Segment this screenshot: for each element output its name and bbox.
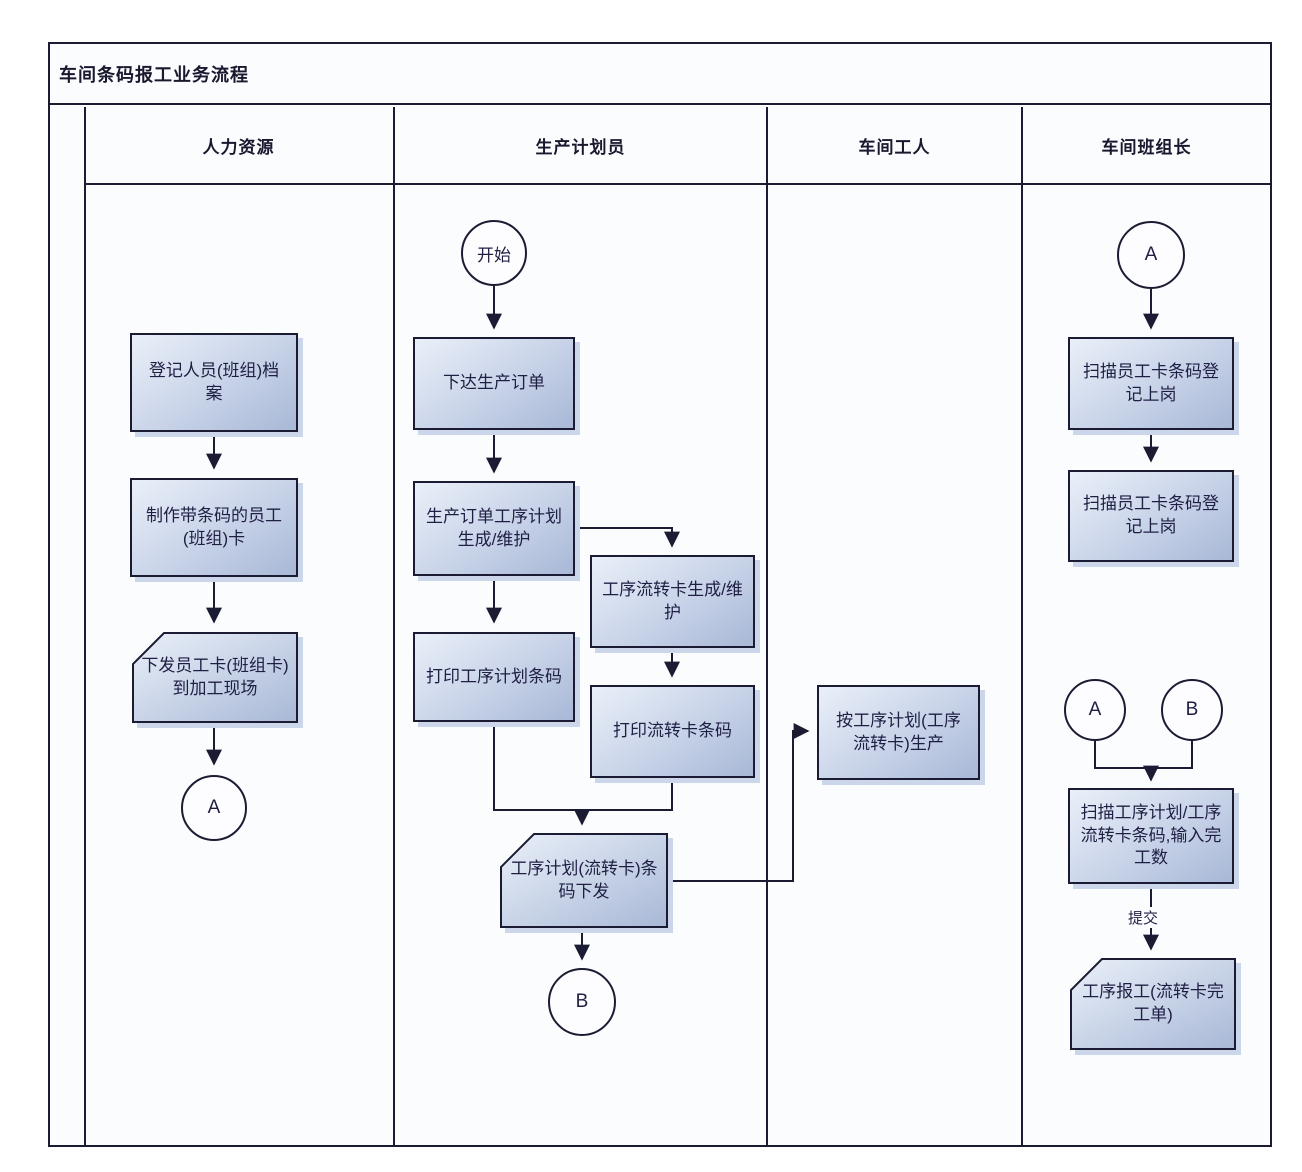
step-order-process-plan: 生产订单工序计划生成/维护 bbox=[413, 481, 575, 576]
step-produce-by-plan: 按工序计划(工序流转卡)生产 bbox=[817, 685, 980, 780]
step-make-barcode-card: 制作带条码的员工(班组)卡 bbox=[130, 478, 298, 577]
lane-workshop-worker: 车间工人 bbox=[768, 107, 1023, 1145]
offpage-connector-b-planner: B bbox=[548, 968, 616, 1036]
lane-header-workshop-worker: 车间工人 bbox=[768, 107, 1021, 185]
step-issue-plan-barcode: 工序计划(流转卡)条码下发 bbox=[500, 833, 668, 928]
card-shape-outline bbox=[132, 632, 298, 723]
step-scan-plan-input-qty: 扫描工序计划/工序流转卡条码,输入完工数 bbox=[1068, 788, 1234, 884]
step-issue-employee-card: 下发员工卡(班组卡)到加工现场 bbox=[132, 632, 298, 723]
lane-header-production-planner: 生产计划员 bbox=[395, 107, 766, 185]
step-release-production-order: 下达生产订单 bbox=[413, 337, 575, 430]
step-register-personnel: 登记人员(班组)档案 bbox=[130, 333, 298, 432]
lane-header-human-resources: 人力资源 bbox=[84, 107, 393, 185]
edge-label-submit: 提交 bbox=[1126, 907, 1161, 928]
diagram-title: 车间条码报工业务流程 bbox=[50, 44, 1270, 105]
lane-header-workshop-team-leader: 车间班组长 bbox=[1023, 107, 1270, 185]
step-process-report: 工序报工(流转卡完工单) bbox=[1070, 958, 1236, 1050]
step-scan-badge-register-2: 扫描员工卡条码登记上岗 bbox=[1068, 470, 1234, 562]
lane-production-planner: 生产计划员 bbox=[395, 107, 768, 1145]
offpage-connector-a-leader: A bbox=[1064, 679, 1126, 741]
lane-workshop-team-leader: 车间班组长 bbox=[1023, 107, 1270, 1145]
offpage-connector-a-hr: A bbox=[181, 775, 247, 841]
card-shape-outline bbox=[500, 833, 668, 928]
step-print-route-barcode: 打印流转卡条码 bbox=[590, 685, 755, 778]
card-shape-outline bbox=[1070, 958, 1236, 1050]
step-scan-badge-register-1: 扫描员工卡条码登记上岗 bbox=[1068, 337, 1234, 430]
step-issue-employee-card-label: 下发员工卡(班组卡)到加工现场 bbox=[141, 655, 289, 698]
offpage-connector-b-leader: B bbox=[1161, 679, 1223, 741]
lane-human-resources: 人力资源 bbox=[84, 107, 395, 1145]
offpage-connector-a-leader-top: A bbox=[1117, 221, 1185, 289]
phase-strip bbox=[50, 107, 86, 1145]
start-terminator: 开始 bbox=[461, 220, 527, 286]
step-route-card-create: 工序流转卡生成/维护 bbox=[590, 555, 755, 648]
step-issue-plan-barcode-label: 工序计划(流转卡)条码下发 bbox=[510, 858, 658, 901]
step-print-plan-barcode: 打印工序计划条码 bbox=[413, 632, 575, 722]
step-process-report-label: 工序报工(流转卡完工单) bbox=[1082, 982, 1224, 1024]
